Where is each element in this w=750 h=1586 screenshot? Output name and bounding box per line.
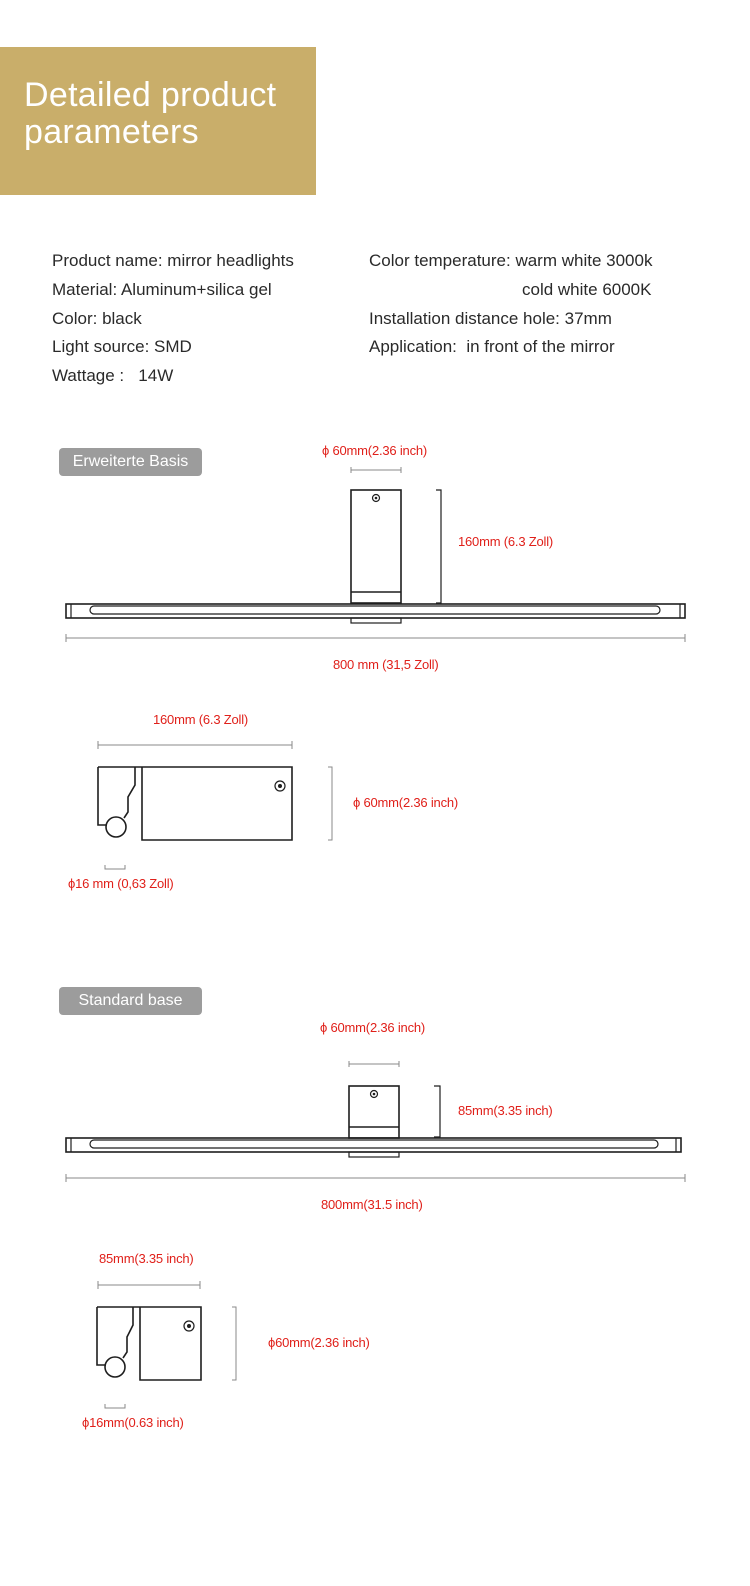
extended-side-view xyxy=(97,741,333,870)
standard-top-diameter-label: ϕ 60mm(2.36 inch) xyxy=(320,1020,426,1035)
spec-application: Application: in front of the mirror xyxy=(369,337,615,356)
extended-front-view xyxy=(65,467,686,642)
spec-wattage: Wattage : 14W xyxy=(52,366,174,385)
spec-color: Color: black xyxy=(52,309,142,328)
spec-material: Material: Aluminum+silica gel xyxy=(52,280,272,299)
extended-side-screw-icon xyxy=(274,780,286,792)
extended-length-label: 800 mm (31,5 Zoll) xyxy=(333,657,439,672)
extended-top-diameter-label: ϕ 60mm(2.36 inch) xyxy=(322,443,428,458)
extended-height-bracket xyxy=(436,489,442,604)
spec-installation-distance: Installation distance hole: 37mm xyxy=(369,309,612,328)
spec-color-temperature: Color temperature: warm white 3000k xyxy=(369,251,653,270)
page-title-line-2: parameters xyxy=(24,113,199,151)
page-title: Detailed product parameters xyxy=(24,77,276,151)
standard-side-view xyxy=(96,1281,237,1409)
extended-side-height-bracket xyxy=(328,766,333,841)
standard-side-screw-icon xyxy=(183,1320,195,1332)
standard-side-length-label: 85mm(3.35 inch) xyxy=(99,1251,194,1266)
standard-led-strip xyxy=(89,1139,659,1149)
spec-light-source: Light source: SMD xyxy=(52,337,192,356)
extended-screw-icon xyxy=(371,493,381,503)
page-title-line-1: Detailed product xyxy=(24,76,277,114)
extended-height-label: 160mm (6.3 Zoll) xyxy=(458,534,554,549)
standard-screw-icon xyxy=(369,1089,379,1099)
standard-height-bracket xyxy=(434,1085,441,1138)
standard-side-height-bracket xyxy=(232,1306,237,1381)
extended-side-diameter-label: ϕ 60mm(2.36 inch) xyxy=(353,795,459,810)
extended-hole-label: ϕ16 mm (0,63 Zoll) xyxy=(68,876,174,891)
extended-base-badge: Erweiterte Basis xyxy=(59,448,202,476)
extended-side-hole-icon xyxy=(105,816,127,838)
spec-product-name: Product name: mirror headlights xyxy=(52,251,294,270)
standard-length-label: 800mm(31.5 inch) xyxy=(321,1197,423,1212)
standard-side-hole-icon xyxy=(104,1356,126,1378)
standard-height-label: 85mm(3.35 inch) xyxy=(458,1103,553,1118)
standard-side-body xyxy=(96,1306,202,1381)
standard-base-badge: Standard base xyxy=(59,987,202,1015)
extended-mount-body xyxy=(350,489,402,604)
extended-led-strip xyxy=(89,605,661,615)
spec-color-temperature-cold: cold white 6000K xyxy=(522,280,652,299)
standard-side-diameter-label: ϕ60mm(2.36 inch) xyxy=(268,1335,370,1350)
standard-hole-label: ϕ16mm(0.63 inch) xyxy=(82,1415,184,1430)
header-band: Detailed product parameters xyxy=(0,47,316,195)
extended-side-length-label: 160mm (6.3 Zoll) xyxy=(153,712,249,727)
extended-side-body xyxy=(97,766,293,841)
standard-front-view xyxy=(65,1061,686,1182)
